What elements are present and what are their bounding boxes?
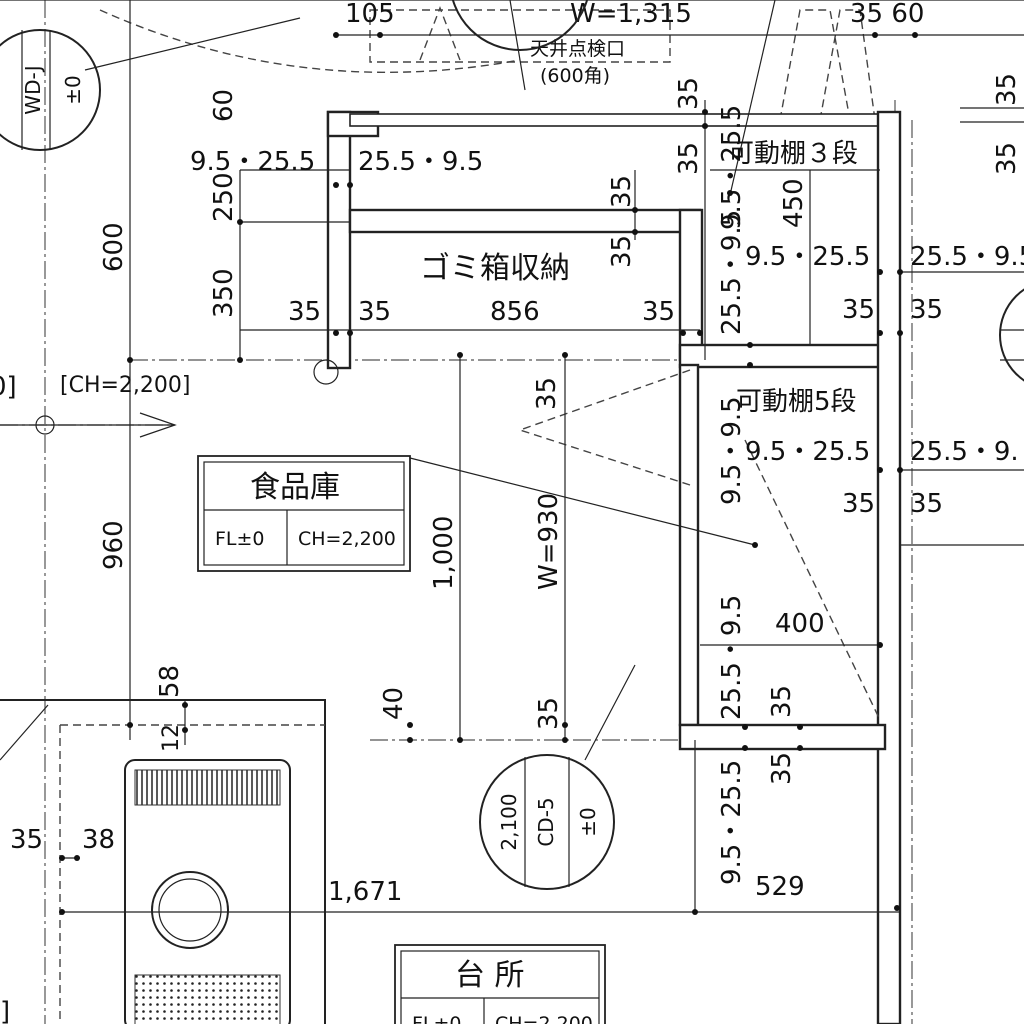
dim-35-v2: 35: [607, 235, 637, 268]
dim-9525-v3: 9.5・9.5: [717, 396, 747, 505]
dim-35-r2b: 35: [910, 489, 943, 519]
door-code: CD-5: [534, 797, 558, 846]
top-labels: 105 W=1,315 35 60 天井点検口 (600角) 35 35 60 …: [209, 0, 1022, 175]
dim-1000: 1,000: [429, 516, 459, 590]
dim-12: 12: [159, 724, 184, 752]
door-tag-wdj: WD-J ±0: [0, 29, 101, 151]
arrow: [0, 412, 177, 438]
dim-35-mid: 35: [532, 377, 562, 410]
kitchen-labels: 58 12 35 38 1,671 9.5・25.5 529 ]: [0, 665, 805, 1024]
shelf3-label: 可動棚３段: [728, 139, 858, 169]
dim-600: 600: [99, 222, 129, 272]
pantry-fl: FL±0: [215, 528, 265, 550]
dim-35-h3: 35: [534, 697, 564, 730]
dim-2595-left: 25.5・9.5: [358, 147, 483, 177]
door-tag-cd5: 2,100 CD-5 ±0: [479, 754, 615, 890]
dim-400: 400: [775, 609, 825, 639]
trash-storage-label: ゴミ箱収納: [420, 251, 570, 286]
dim-9525-v1: 9.5・25.5: [717, 105, 747, 230]
door-fl: ±0: [576, 807, 600, 836]
dim-2595-r1: 25.5・9.5: [910, 242, 1024, 272]
dim-35-60: 35 60: [850, 0, 924, 29]
partial-tag-right: [451, 0, 1024, 382]
dim-35-a: 35: [288, 297, 321, 327]
dim-105: 105: [345, 0, 395, 29]
door-swing: [517, 369, 881, 721]
kitchen-title: 台 所: [455, 958, 525, 993]
door-wdj-code: WD-J: [21, 65, 45, 114]
dim-w930: W=930: [534, 493, 564, 590]
pantry-ch: CH=2,200: [298, 528, 396, 550]
walls: [0, 110, 902, 1024]
dim-35-r1a: 35: [842, 295, 875, 325]
dim-856: 856: [490, 297, 540, 327]
pantry-room-tag: 食品庫 FL±0 CH=2,200: [197, 455, 411, 572]
shelf5-label: 可動棚5段: [736, 387, 857, 417]
dim-2595-v2: 25.5・9.5: [717, 210, 747, 335]
dim-60: 60: [209, 89, 239, 122]
dim-35-top: 35: [674, 77, 704, 110]
kitchen-room-tag: 台 所 FL±0 CH=2,200: [394, 944, 606, 1024]
dim-529: 529: [755, 872, 805, 902]
dimension-dots: [59, 32, 918, 915]
dim-2595-r2: 25.5・9.: [910, 437, 1019, 467]
dim-35-h1: 35: [767, 685, 797, 718]
dim-35-l: 35: [10, 825, 43, 855]
pantry-labels: 0] [CH=2,200] 35 可動棚5段 9.5・9.5 9.5・25.5 …: [0, 372, 1019, 785]
door-height: 2,100: [497, 793, 521, 850]
upper-room-labels: 9.5・25.5 25.5・9.5 250 600 350 ゴミ箱収納 35 3…: [99, 105, 1024, 335]
dim-35-b: 35: [358, 297, 391, 327]
dim-2595-v4: 25.5・9.5: [717, 595, 747, 720]
dim-40: 40: [379, 687, 409, 720]
dim-35-h2: 35: [767, 752, 797, 785]
dim-35-r2a: 35: [842, 489, 875, 519]
dim-9525-left: 9.5・25.5: [190, 147, 315, 177]
kitchen-ch: CH=2,200: [495, 1013, 593, 1024]
dim-9525-r1: 9.5・25.5: [745, 242, 870, 272]
ceiling-access-size: (600角): [540, 65, 610, 87]
dim-35-r1b: 35: [910, 295, 943, 325]
dim-35-c: 35: [642, 297, 675, 327]
kitchen-fl: FL±0: [412, 1013, 462, 1024]
dim-450: 450: [779, 178, 809, 228]
dim-350: 350: [209, 268, 239, 318]
ch-left-prefix: 0]: [0, 372, 17, 402]
dim-250: 250: [209, 172, 239, 222]
ceiling-access-hatch: [99, 6, 876, 121]
dim-58: 58: [155, 665, 185, 698]
dim-35-t2: 35: [674, 142, 704, 175]
dim-w1315: W=1,315: [570, 0, 692, 29]
ch-left: [CH=2,200]: [60, 373, 191, 398]
dim-35-right-2: 35: [992, 142, 1022, 175]
dim-9525-r2: 9.5・25.5: [745, 437, 870, 467]
bottom-left-bracket: ]: [0, 997, 10, 1024]
dim-35-v1: 35: [607, 175, 637, 208]
dim-1671: 1,671: [328, 877, 402, 907]
dim-960: 960: [99, 520, 129, 570]
pantry-title: 食品庫: [250, 470, 340, 505]
dim-9525-v5: 9.5・25.5: [717, 760, 747, 885]
door-wdj-fl: ±0: [61, 75, 85, 104]
ceiling-access-label: 天井点検口: [530, 38, 625, 60]
dim-38: 38: [82, 825, 115, 855]
dim-35-right-top: 35: [992, 73, 1022, 106]
kitchen-appliance: [124, 759, 291, 1024]
